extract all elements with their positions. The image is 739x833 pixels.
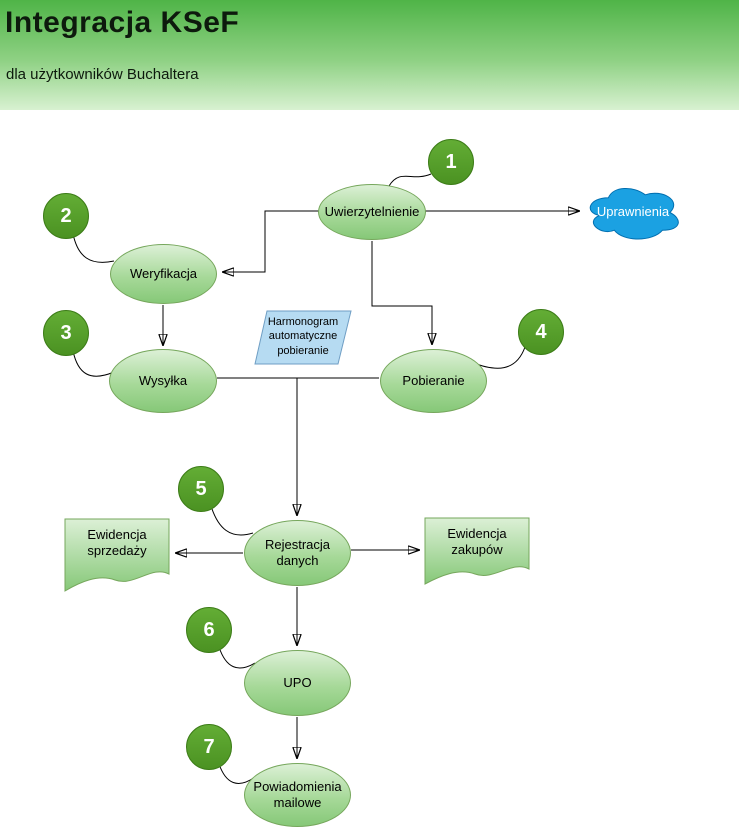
step-badge-2: 2 xyxy=(43,193,89,239)
node-ewidencja-zakupow: Ewidencja zakupów xyxy=(424,517,530,585)
node-powiadomienia-mailowe: Powiadomienia mailowe xyxy=(244,763,351,827)
node-uprawnienia: Uprawnienia xyxy=(583,183,683,243)
leader-step-6 xyxy=(218,646,256,669)
page-subtitle: dla użytkowników Buchaltera xyxy=(6,66,199,83)
node-label-text: Ewidencja sprzedaży xyxy=(87,527,147,559)
node-rejestracja-danych: Rejestracja danych xyxy=(244,520,351,586)
page-title: Integracja KSeF xyxy=(5,6,240,39)
step-badge-6: 6 xyxy=(186,607,232,653)
node-label-text: Harmonogram automatyczne pobieranie xyxy=(267,316,339,357)
node-pobieranie: Pobieranie xyxy=(380,349,487,413)
leader-step-2 xyxy=(72,233,115,263)
node-weryfikacja: Weryfikacja xyxy=(110,244,217,304)
leader-step-3 xyxy=(72,350,115,377)
node-label: Wysyłka xyxy=(138,373,188,389)
node-uwierzytelnienie: Uwierzytelnienie xyxy=(318,184,426,240)
parallelogram-icon xyxy=(254,310,352,365)
leader-step-1 xyxy=(388,173,432,187)
document-icon xyxy=(64,518,170,592)
node-label: Weryfikacja xyxy=(130,266,197,282)
node-label: Ewidencja sprzedaży xyxy=(64,527,170,560)
step-badge-3: 3 xyxy=(43,310,89,356)
leader-step-5 xyxy=(210,505,254,536)
page-header: Integracja KSeF dla użytkowników Buchalt… xyxy=(0,0,739,110)
node-label: Uprawnienia xyxy=(596,204,670,219)
node-label-text: Ewidencja zakupów xyxy=(447,526,507,558)
node-wysylka: Wysyłka xyxy=(109,349,217,413)
step-badge-1: 1 xyxy=(428,139,474,185)
document-icon xyxy=(424,517,530,585)
node-ewidencja-sprzedazy: Ewidencja sprzedaży xyxy=(64,518,170,592)
node-label: Uwierzytelnienie xyxy=(324,204,420,220)
node-label: Ewidencja zakupów xyxy=(424,526,530,559)
cloud-icon xyxy=(589,188,679,240)
node-label: Rejestracja danych xyxy=(264,537,331,568)
step-badge-5: 5 xyxy=(178,466,224,512)
node-label: Powiadomienia mailowe xyxy=(253,779,342,810)
step-badge-4: 4 xyxy=(518,309,564,355)
step-badge-7: 7 xyxy=(186,724,232,770)
arrow-uwierzytelnienie-to-weryfikacja xyxy=(222,210,320,272)
node-upo: UPO xyxy=(244,650,351,716)
node-label: Pobieranie xyxy=(402,373,465,389)
node-harmonogram: Harmonogram automatyczne pobieranie xyxy=(254,310,352,365)
node-label: UPO xyxy=(283,675,312,691)
node-label: Harmonogram automatyczne pobieranie xyxy=(254,315,352,358)
arrow-uwierzytelnienie-to-pobieranie xyxy=(371,241,432,345)
